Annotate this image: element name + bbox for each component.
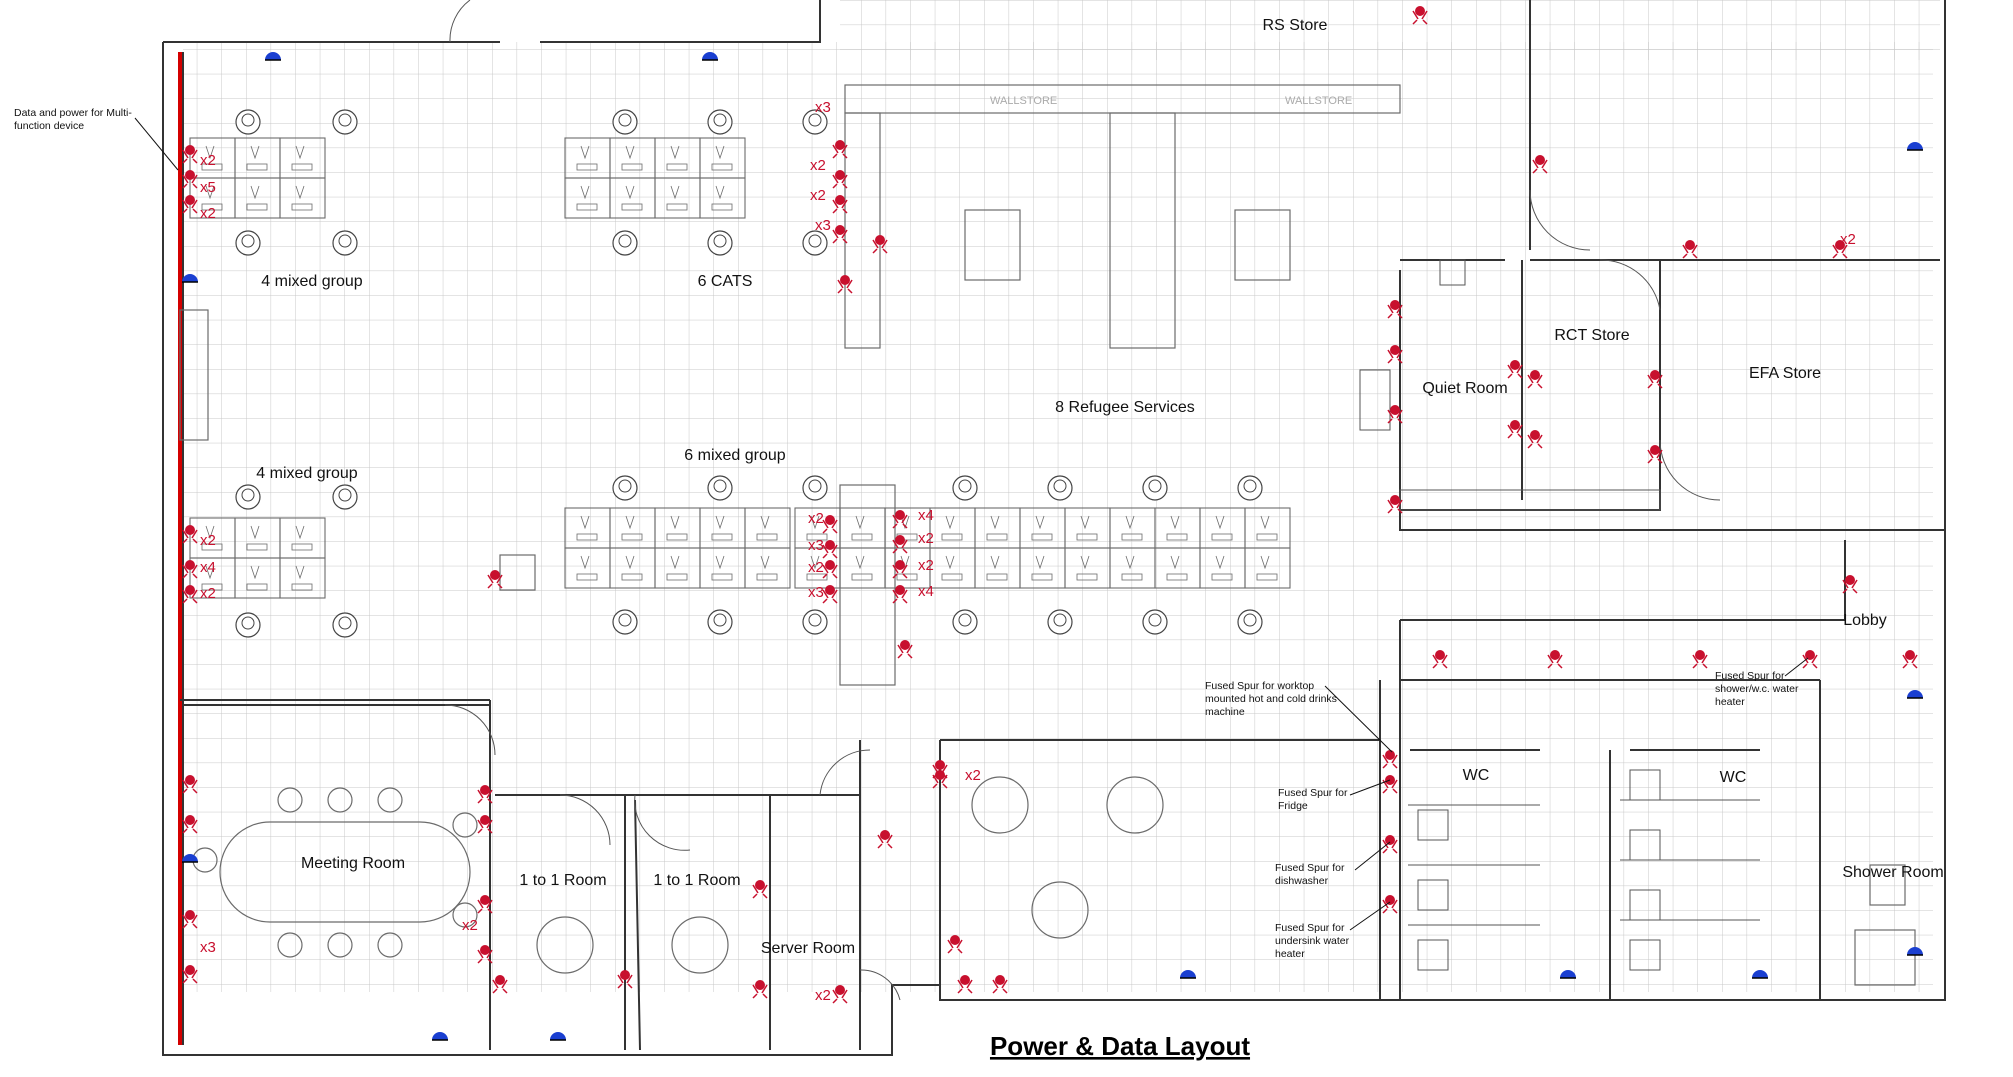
multiplier-label: x2	[810, 187, 826, 204]
multiplier-label: x4	[918, 583, 934, 600]
note-spur-fridge: Fused Spur for Fridge	[1278, 787, 1348, 812]
room-label-4-mixed-group-top: 4 mixed group	[261, 273, 362, 290]
multiplier-label: x3	[200, 939, 216, 956]
room-label-rs-store: RS Store	[1263, 17, 1328, 34]
multiplier-label: x2	[200, 585, 216, 602]
multiplier-label: x3	[815, 217, 831, 234]
multiplier-label: x2	[200, 152, 216, 169]
multiplier-label: x2	[918, 530, 934, 547]
multiplier-label: x2	[462, 917, 478, 934]
multiplier-label: x5	[200, 179, 216, 196]
note-spur-dishwasher: Fused Spur for dishwasher	[1275, 862, 1345, 887]
multiplier-label: x2	[200, 205, 216, 222]
room-label-wc-left: WC	[1463, 767, 1490, 784]
wallstore-label: WALLSTORE	[990, 95, 1057, 107]
multiplier-label: x2	[815, 987, 831, 1004]
multiplier-label: x2	[200, 532, 216, 549]
multiplier-label: x2	[918, 557, 934, 574]
room-label-meeting-room: Meeting Room	[301, 855, 405, 872]
drawing-title: Power & Data Layout	[990, 1031, 1250, 1061]
multiplier-label: x4	[200, 559, 216, 576]
room-label-wc-right: WC	[1720, 769, 1747, 786]
room-label-quiet-room: Quiet Room	[1422, 380, 1507, 397]
note-spur-drinks: Fused Spur for worktop mounted hot and c…	[1205, 680, 1337, 718]
multiplier-label: x4	[918, 507, 934, 524]
room-label-1-to-1-room-a: 1 to 1 Room	[519, 872, 606, 889]
note-data-power-mfd: Data and power for Multi-function device	[14, 107, 132, 132]
room-label-6-cats: 6 CATS	[698, 273, 753, 290]
room-label-efa-store: EFA Store	[1749, 365, 1821, 382]
multiplier-label: x2	[965, 767, 981, 784]
room-label-lobby: Lobby	[1843, 612, 1887, 629]
room-label-rct-store: RCT Store	[1554, 327, 1629, 344]
room-label-1-to-1-room-b: 1 to 1 Room	[653, 872, 740, 889]
multiplier-label: x3	[808, 537, 824, 554]
multiplier-label: x2	[808, 559, 824, 576]
wallstore-label: WALLSTORE	[1285, 95, 1352, 107]
room-label-server-room: Server Room	[761, 940, 855, 957]
room-label-6-mixed-group: 6 mixed group	[684, 447, 785, 464]
room-label-4-mixed-group-bottom: 4 mixed group	[256, 465, 357, 482]
multiplier-label: x3	[815, 99, 831, 116]
multiplier-label: x2	[810, 157, 826, 174]
multiplier-label: x2	[1840, 231, 1856, 248]
room-label-shower-room: Shower Room	[1842, 864, 1943, 881]
room-label-refugee-services: 8 Refugee Services	[1055, 399, 1195, 416]
multiplier-label: x3	[808, 584, 824, 601]
note-spur-undersink: Fused Spur for undersink water heater	[1275, 922, 1350, 960]
note-spur-shower: Fused Spur for shower/w.c. water heater	[1715, 670, 1799, 708]
multiplier-label: x2	[808, 510, 824, 527]
